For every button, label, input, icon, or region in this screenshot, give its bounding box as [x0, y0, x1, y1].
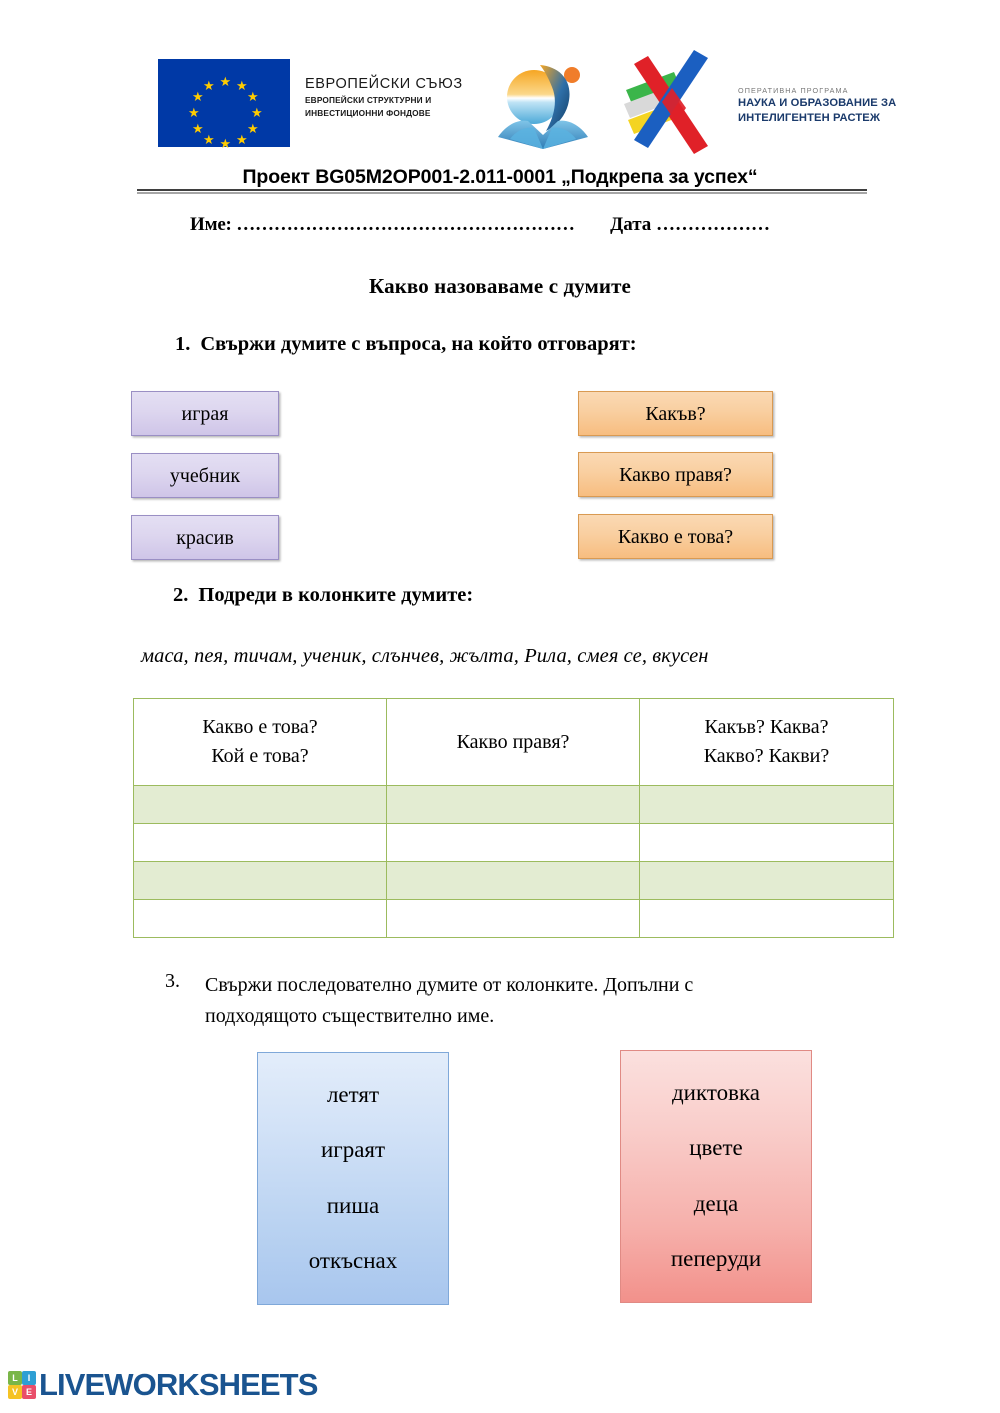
eu-logo-text: ЕВРОПЕЙСКИ СЪЮЗ ЕВРОПЕЙСКИ СТРУКТУРНИ И …	[305, 76, 480, 118]
table-header-cell-3: Какъв? Каква? Какво? Какви?	[639, 698, 894, 786]
exercise3-line1: Свържи последователно думите от колонкит…	[205, 974, 694, 996]
date-field-label[interactable]: Дата ………………	[610, 214, 771, 235]
exercise3-instructions: Свържи последователно думите от колонкит…	[205, 970, 917, 1032]
table-header-1-line1: Какво е това?	[202, 716, 318, 738]
table-header-1-line2: Кой е това?	[211, 745, 309, 767]
exercise3-noun-column[interactable]: диктовка цвете деца пеперуди	[620, 1050, 812, 1303]
name-date-row: Име: ……………………………………………… Дата ………………	[190, 214, 890, 236]
exercise2-heading: 2. Подреди в колонките думите:	[173, 584, 473, 607]
table-answer-cell[interactable]	[133, 823, 387, 862]
exercise3-verb-1[interactable]: летят	[326, 1082, 380, 1108]
exercise2-heading-text: Подреди в колонките думите:	[198, 584, 474, 606]
logo-tile-v: V	[8, 1384, 22, 1399]
table-row	[133, 785, 894, 824]
table-answer-cell[interactable]	[133, 899, 387, 938]
operational-programme-x-logo-icon	[612, 50, 732, 155]
exercise3-verb-column[interactable]: летят играят пиша откъснах	[257, 1052, 449, 1305]
eu-flag-icon: ★ ★ ★ ★ ★ ★ ★ ★ ★ ★ ★ ★	[157, 58, 291, 152]
exercise2-word-list: маса, пея, тичам, ученик, слънчев, жълта…	[141, 645, 709, 667]
table-header-row: Какво е това? Кой е това? Какво правя? К…	[133, 698, 894, 786]
table-answer-cell[interactable]	[133, 785, 387, 824]
exercise3-verb-2[interactable]: играят	[320, 1137, 386, 1163]
table-answer-cell[interactable]	[639, 861, 894, 900]
title-divider	[137, 189, 867, 194]
exercise1-right-question-1[interactable]: Какъв?	[578, 391, 773, 436]
exercise1-right-question-2[interactable]: Какво правя?	[578, 452, 773, 497]
table-answer-cell[interactable]	[386, 899, 640, 938]
exercise1-heading: 1. Свържи думите с въпроса, на който отго…	[175, 333, 637, 356]
exercise3-noun-4[interactable]: пеперуди	[670, 1245, 762, 1271]
logo-tile-e: E	[22, 1384, 36, 1399]
liveworksheets-footer[interactable]: L I V E LIVEWORKSHEETS	[8, 1367, 318, 1402]
op-line1: НАУКА И ОБРАЗОВАНИЕ ЗА	[738, 97, 897, 109]
exercise1-right-question-3[interactable]: Какво е това?	[578, 514, 773, 559]
table-row	[133, 823, 894, 862]
liveworksheets-wordmark: LIVEWORKSHEETS	[39, 1367, 318, 1402]
exercise3-number: 3.	[165, 970, 180, 992]
eu-logo-line1: ЕВРОПЕЙСКИ СЪЮЗ	[305, 76, 463, 92]
exercise3-noun-2[interactable]: цвете	[689, 1135, 743, 1161]
exercise1-number: 1.	[175, 333, 191, 355]
op-kicker: ОПЕРАТИВНА ПРОГРАМА	[738, 86, 849, 95]
exercise1-heading-text: Свържи думите с въпроса, на който отгова…	[200, 333, 637, 355]
table-answer-cell[interactable]	[639, 823, 894, 862]
exercise3-block: 3. Свържи последователно думите от колон…	[165, 970, 917, 1032]
table-answer-cell[interactable]	[133, 861, 387, 900]
table-row	[133, 861, 894, 900]
exercise1-left-word-1[interactable]: играя	[131, 391, 279, 436]
table-header-3-line2: Какво? Какви?	[703, 745, 830, 767]
eu-stars-ring: ★ ★ ★ ★ ★ ★ ★ ★ ★ ★ ★ ★	[188, 75, 263, 152]
eu-logo-line2: ЕВРОПЕЙСКИ СТРУКТУРНИ И	[305, 95, 432, 105]
logo-tile-i: I	[22, 1370, 36, 1385]
exercise1-left-word-2[interactable]: учебник	[131, 453, 279, 498]
table-answer-cell[interactable]	[386, 861, 640, 900]
table-answer-cell[interactable]	[639, 899, 894, 938]
table-row	[133, 899, 894, 938]
sun-book-logo-icon	[488, 53, 598, 153]
liveworksheets-logo-icon: L I V E	[8, 1370, 36, 1399]
op-line2: ИНТЕЛИГЕНТЕН РАСТЕЖ	[738, 112, 881, 124]
exercise2-table: Какво е това? Кой е това? Какво правя? К…	[133, 698, 894, 938]
exercise2-number: 2.	[173, 584, 189, 606]
eu-logo-line3: ИНВЕСТИЦИОННИ ФОНДОВЕ	[305, 107, 431, 118]
table-header-cell-2: Какво правя?	[386, 698, 640, 786]
project-title: Проект BG05M2OP001-2.011-0001 „Подкрепа …	[242, 166, 758, 188]
table-answer-cell[interactable]	[639, 785, 894, 824]
table-header-cell-1: Какво е това? Кой е това?	[133, 698, 387, 786]
table-answer-cell[interactable]	[386, 823, 640, 862]
exercise3-verb-3[interactable]: пиша	[326, 1192, 380, 1218]
name-field-label[interactable]: Име: ………………………………………………	[190, 214, 575, 235]
exercise3-noun-1[interactable]: диктовка	[671, 1080, 761, 1106]
header-logo-band: ★ ★ ★ ★ ★ ★ ★ ★ ★ ★ ★ ★ ЕВРОПЕЙСКИ СЪЮЗ …	[0, 48, 1000, 158]
exercise3-noun-3[interactable]: деца	[693, 1190, 739, 1216]
exercise3-line2: подходящото съществително име.	[205, 1005, 495, 1027]
exercise1-left-word-3[interactable]: красив	[131, 515, 279, 560]
table-header-3-line1: Какъв? Каква?	[704, 716, 829, 738]
worksheet-title: Какво назоваваме с думите	[369, 274, 631, 298]
table-header-2-line1: Какво правя?	[456, 730, 570, 753]
operational-programme-text: ОПЕРАТИВНА ПРОГРАМА НАУКА И ОБРАЗОВАНИЕ …	[738, 86, 923, 125]
table-answer-cell[interactable]	[386, 785, 640, 824]
logo-tile-l: L	[8, 1370, 22, 1385]
exercise3-verb-4[interactable]: откъснах	[308, 1247, 398, 1273]
